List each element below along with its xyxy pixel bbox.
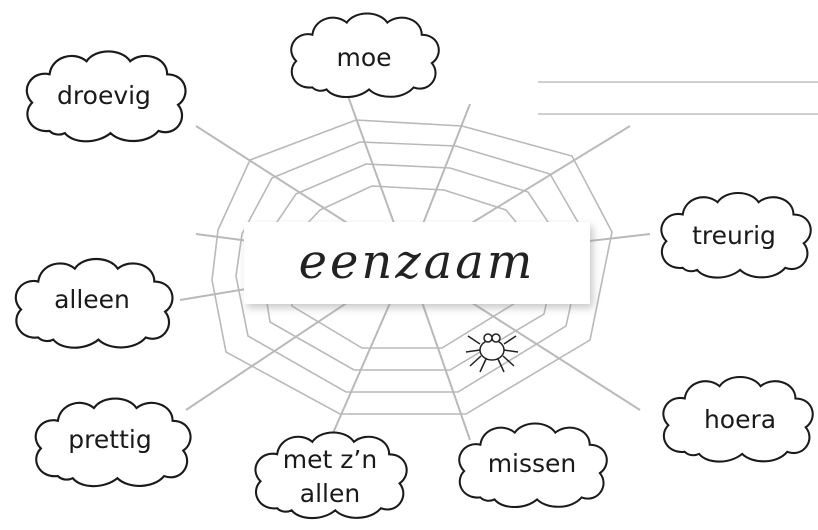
cloud-met-zn-allen-label-line1: met z’n <box>283 445 377 474</box>
cloud-treurig: treurig <box>660 191 812 279</box>
cloud-missen: missen <box>458 422 608 509</box>
center-word-card: eenzaam <box>244 222 590 304</box>
cloud-prettig: prettig <box>34 397 192 488</box>
cloud-met-zn-allen-label-line2: allen <box>300 479 360 508</box>
cloud-prettig-label: prettig <box>68 425 151 454</box>
cloud-hoera: hoera <box>662 375 814 463</box>
cloud-treurig-label: treurig <box>692 221 776 250</box>
cloud-hoera-label: hoera <box>704 405 776 434</box>
spider-icon <box>465 333 519 373</box>
center-word: eenzaam <box>299 234 536 290</box>
cloud-moe-label: moe <box>336 43 391 72</box>
cloud-alleen: alleen <box>14 257 174 349</box>
cloud-droevig: droevig <box>25 50 187 143</box>
cloud-met-zn-allen: met z’n allen <box>254 431 408 520</box>
cloud-moe: moe <box>290 12 440 99</box>
cloud-missen-label: missen <box>488 449 577 478</box>
cloud-alleen-label: alleen <box>54 285 130 314</box>
cloud-droevig-label: droevig <box>57 81 151 110</box>
